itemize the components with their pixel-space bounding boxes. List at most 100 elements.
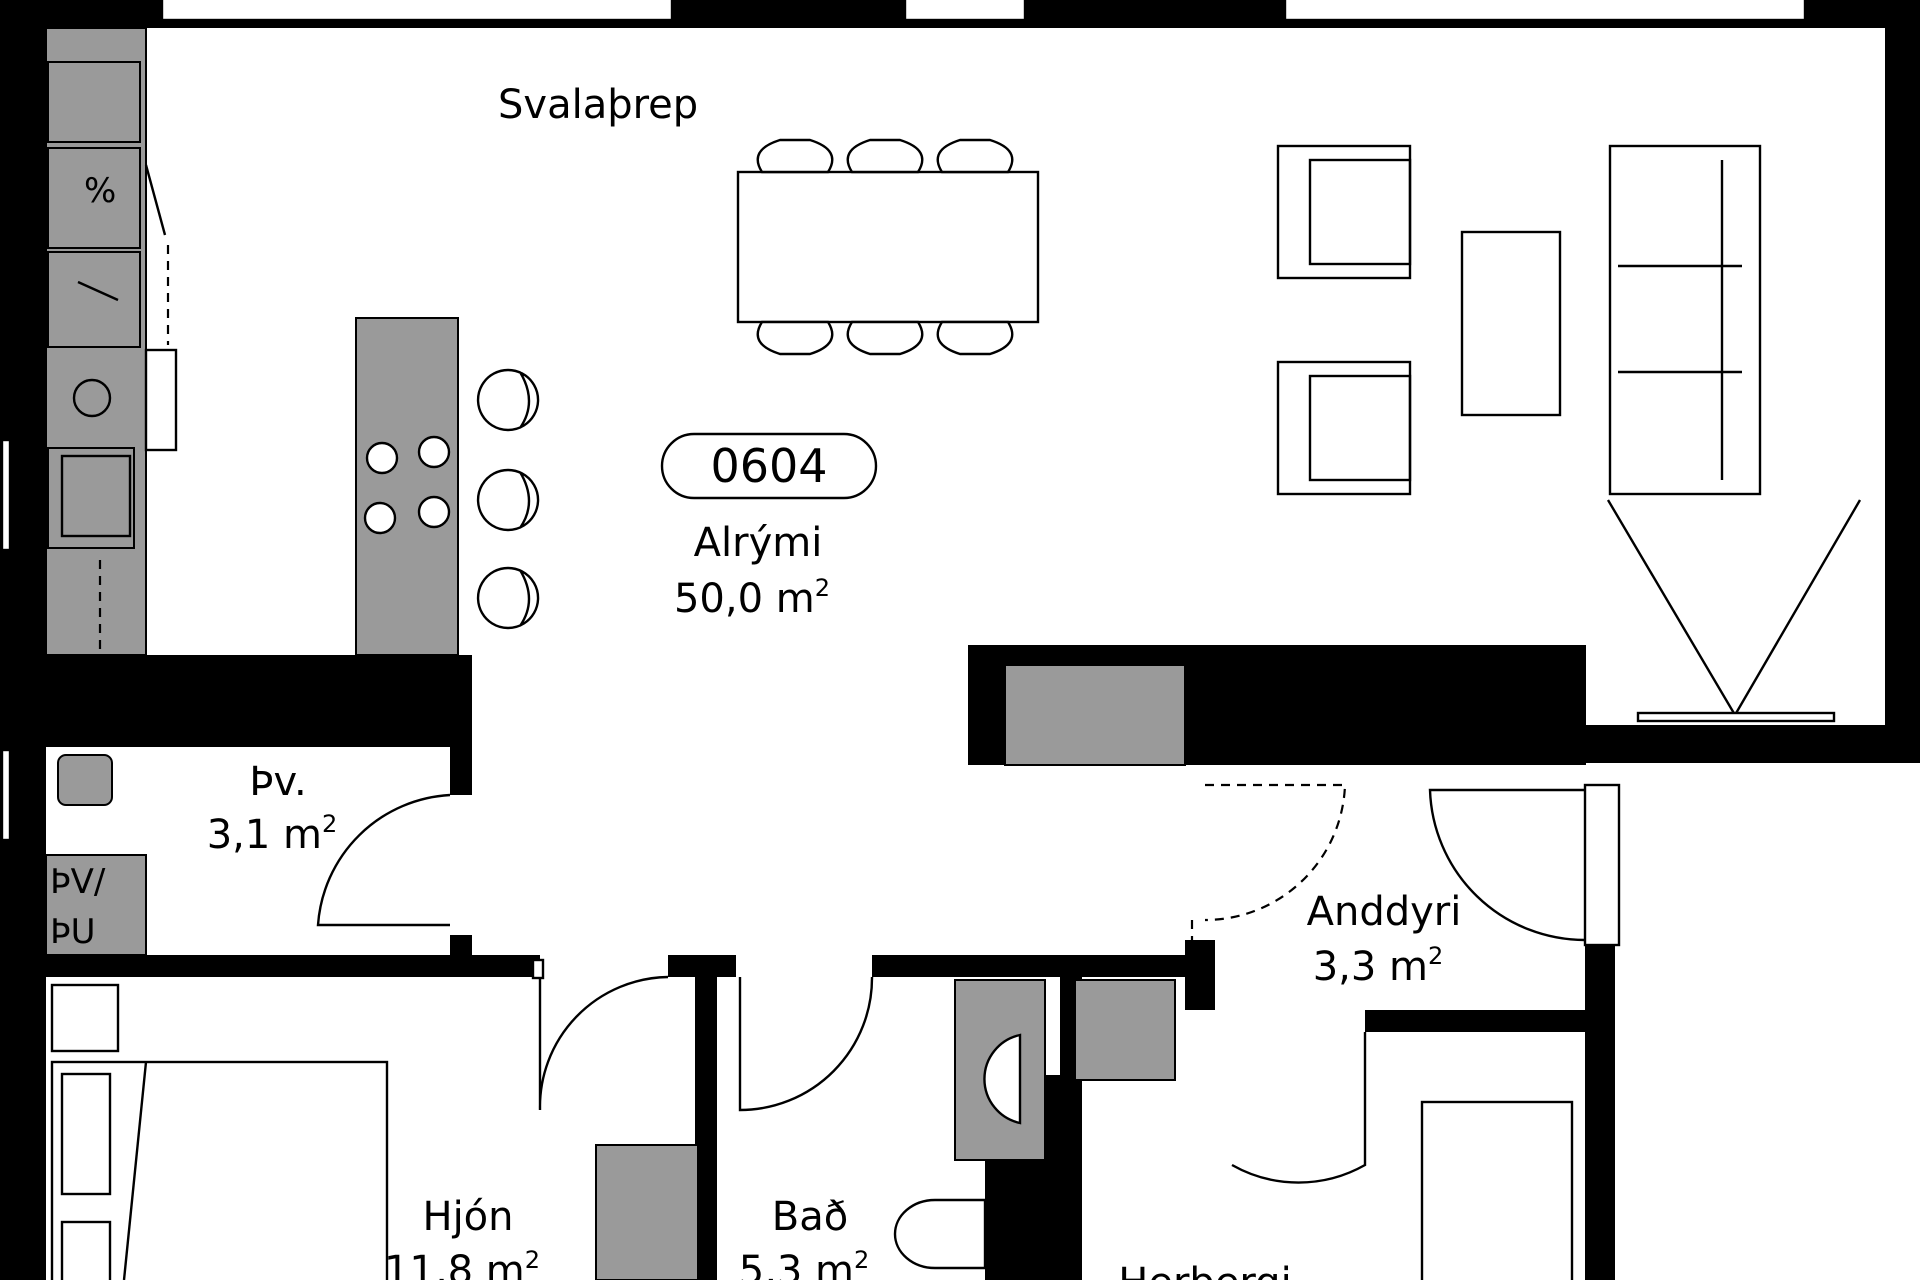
laundry-area-unit-sup: 2	[322, 810, 337, 838]
laundry-area-value: 3,1 m	[207, 812, 322, 858]
cooktop	[363, 435, 451, 535]
entrance-area-value: 3,3 m	[1313, 944, 1428, 990]
bathroom-area-unit-sup: 2	[854, 1246, 869, 1274]
master-wardrobe	[595, 1144, 699, 1280]
chair-bottom-1	[756, 320, 834, 356]
nightstand	[50, 983, 120, 1053]
window-left-1	[0, 438, 12, 552]
laundry-sink	[57, 754, 113, 806]
cabinet-2	[47, 147, 141, 249]
burner-1	[365, 441, 399, 475]
washer-dryer-label-2: ÞU	[50, 912, 95, 952]
burner-2	[417, 435, 451, 469]
wall-laundry-right-upper	[450, 740, 472, 795]
living-room-area-value: 50,0 m	[674, 576, 815, 622]
window-top-1	[160, 0, 674, 22]
wall-laundry-right-lower	[450, 935, 472, 955]
entrance-closet	[1004, 664, 1186, 766]
laundry-name: Þv.	[249, 759, 306, 805]
sofa	[1608, 144, 1762, 496]
laundry-area: 3,1 m2	[207, 810, 338, 858]
wall-left	[0, 0, 46, 1280]
entrance-name: Anddyri	[1307, 889, 1462, 935]
master-bedroom-area: 11,8 m2	[384, 1246, 540, 1280]
bed-pillow-2	[60, 1220, 112, 1280]
chair-top-3	[936, 138, 1014, 174]
living-room-area-unit-sup: 2	[815, 574, 830, 602]
wall-master-bath	[695, 955, 717, 1280]
entrance-area: 3,3 m2	[1313, 942, 1444, 990]
coffee-table	[1460, 230, 1562, 417]
chair-bottom-3	[936, 320, 1014, 356]
front-door-jamb	[1583, 783, 1621, 947]
master-door-swing	[538, 975, 669, 1111]
balcony-label: Svalaþrep	[498, 82, 698, 128]
stool-3	[476, 566, 540, 630]
cabinet-1	[47, 61, 141, 143]
bedroom-bed	[1420, 1100, 1574, 1280]
master-bedroom-area-unit-sup: 2	[525, 1246, 540, 1274]
wall-entrance-left	[1185, 940, 1215, 1010]
bed-pillow-1	[60, 1072, 112, 1196]
window-top-3	[1283, 0, 1807, 22]
entrance-doors	[1190, 783, 1621, 950]
bathroom-name: Bað	[772, 1194, 848, 1240]
armchair-2-seat	[1308, 374, 1412, 482]
wall-hallway-bottom-left	[0, 955, 540, 977]
unit-number-badge	[660, 432, 878, 500]
bathroom-area: 5,3 m2	[739, 1246, 870, 1280]
master-bedroom-name: Hjón	[422, 1194, 513, 1240]
wall-right-living	[1885, 28, 1920, 763]
dining-table	[736, 170, 1040, 324]
wall-hallway-bottom-mid2	[872, 955, 1192, 977]
washer-dryer-label-1: ÞV/	[50, 862, 106, 902]
washer-dryer	[45, 854, 147, 956]
kitchen: %	[45, 27, 540, 656]
wall-entrance-right	[1585, 940, 1615, 1280]
dining-area	[736, 138, 1040, 356]
laundry-door-swing	[316, 793, 451, 927]
laundry	[45, 754, 451, 956]
bath-sink-basin	[983, 1033, 1022, 1125]
sink-basin	[60, 454, 132, 538]
wall-entrance-bottom	[1365, 1010, 1605, 1032]
bed-fold	[122, 1061, 148, 1280]
bathroom-area-value: 5,3 m	[739, 1248, 854, 1280]
burner-3	[363, 501, 397, 535]
unit-number: 0604	[710, 439, 827, 493]
front-door-swing	[1428, 788, 1586, 942]
bed	[50, 1060, 389, 1280]
kitchen-island	[355, 317, 459, 656]
chair-top-2	[846, 138, 924, 174]
bathroom	[738, 976, 1176, 1270]
tv-stand	[1636, 711, 1836, 723]
labels: Svalaþrep 0604 Alrými 50,0 m2 Þv. 3,1 m2…	[50, 82, 1461, 1280]
armchair-2	[1276, 360, 1412, 496]
lounge-area	[1276, 144, 1862, 723]
master-door-jamb	[531, 958, 545, 980]
wall-living-bottom-right	[1585, 725, 1920, 763]
toilet	[893, 1198, 987, 1270]
chair-top-1	[756, 138, 834, 174]
bedroom-door-swing	[1231, 1032, 1367, 1184]
bath-door-swing	[738, 976, 874, 1112]
stool-2	[476, 468, 540, 532]
bedroom-name: Herbergi	[1118, 1260, 1291, 1280]
closet-door-swing	[1204, 783, 1347, 922]
armchair-1-seat	[1308, 158, 1412, 266]
stool-1	[476, 368, 540, 432]
oven-icon	[77, 280, 119, 302]
window-top-2	[903, 0, 1027, 22]
cabinet-icon-percent: %	[84, 171, 116, 211]
bar-stools	[476, 368, 540, 630]
armchair-1	[1276, 144, 1412, 280]
master-bedroom	[50, 958, 699, 1280]
window-left-2	[0, 748, 12, 842]
chair-bottom-2	[846, 320, 924, 356]
bath-tower	[1074, 979, 1176, 1081]
cabinet-3	[47, 251, 141, 348]
living-room-area: 50,0 m2	[674, 574, 830, 622]
master-bedroom-area-value: 11,8 m	[384, 1248, 525, 1280]
sink-drain-icon	[72, 378, 112, 418]
